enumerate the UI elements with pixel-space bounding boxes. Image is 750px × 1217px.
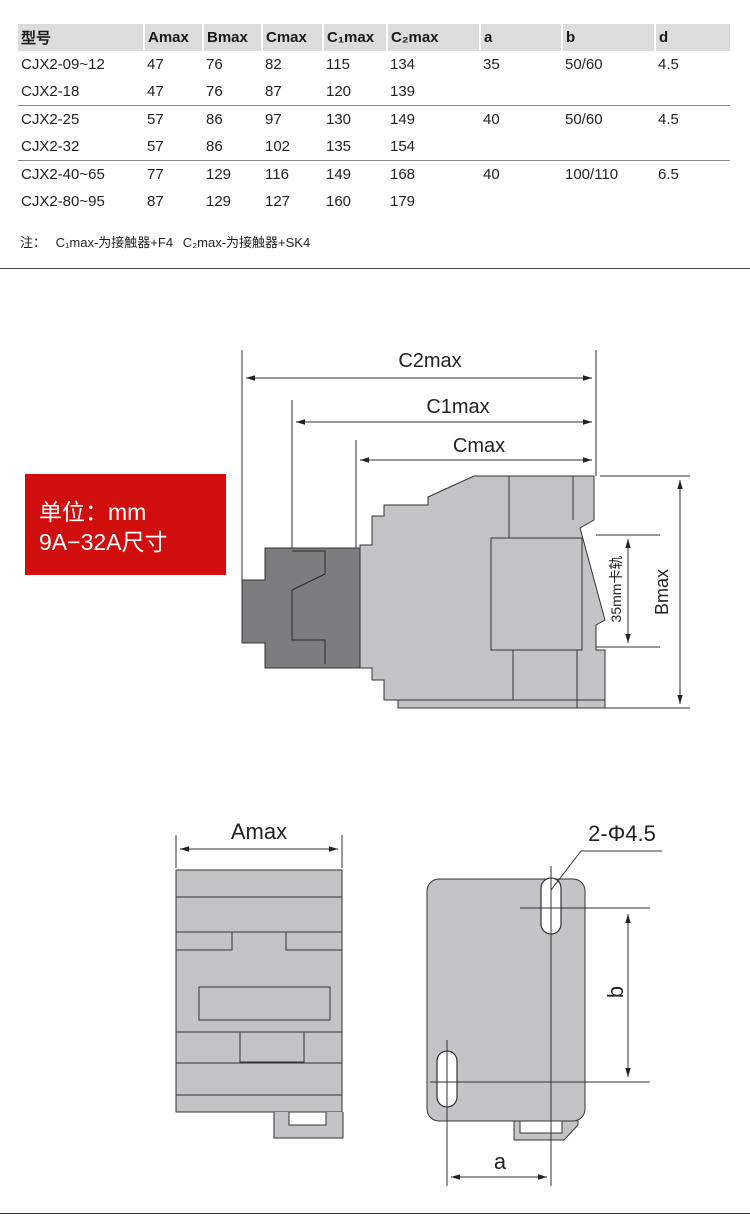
table-cell: 76 bbox=[206, 56, 223, 73]
table-cell: 130 bbox=[323, 105, 387, 133]
table-cell: 160 bbox=[326, 193, 352, 210]
table-cell: 179 bbox=[390, 193, 416, 210]
table-cell: 134 bbox=[390, 56, 416, 73]
table-cell: 139 bbox=[390, 83, 416, 100]
table-cell: 82 bbox=[265, 56, 282, 73]
table-cell: CJX2-09~12 bbox=[21, 56, 105, 73]
table-cell: 76 bbox=[206, 83, 223, 100]
bmax-label: Bmax bbox=[652, 569, 672, 615]
amax-label: Amax bbox=[231, 819, 287, 844]
table-cell: 77 bbox=[144, 160, 203, 188]
table-cell: 40 bbox=[480, 160, 562, 188]
table-cell: 127 bbox=[265, 193, 291, 210]
rail-label: 35mm卡轨 bbox=[608, 556, 624, 623]
side-view-drawing: C2max C1max Cmax Bmax 35mm卡轨 bbox=[241, 350, 690, 709]
table-cell bbox=[655, 133, 730, 161]
contactor-body bbox=[359, 475, 606, 709]
table-cell: CJX2-80~95 bbox=[21, 193, 105, 210]
table-cell bbox=[562, 78, 655, 106]
unit-label: 单位：mm bbox=[39, 499, 147, 525]
header-model: 型号 bbox=[18, 24, 145, 51]
table-cell: 6.5 bbox=[655, 160, 730, 188]
amax-dimension bbox=[175, 835, 343, 868]
table-cell: 57 bbox=[147, 138, 164, 155]
table-cell: CJX2-32 bbox=[21, 138, 80, 155]
table-cell: 4.5 bbox=[655, 105, 730, 133]
table-cell: CJX2-25 bbox=[18, 105, 144, 133]
header-bmax: Bmax bbox=[203, 24, 263, 51]
bottom-divider bbox=[0, 1213, 750, 1214]
table-cell: 120 bbox=[326, 83, 352, 100]
table-cell bbox=[480, 188, 562, 215]
c1max-label: C1max bbox=[426, 396, 489, 418]
header-b: b bbox=[562, 24, 656, 51]
b-label: b bbox=[603, 986, 628, 998]
table-row: CJX2-09~12 47 76 82 115 134 35 50/60 4.5 bbox=[18, 51, 730, 78]
cmax-label: Cmax bbox=[453, 435, 505, 457]
front-views-drawing: Amax 2-Φ4.5 b a bbox=[175, 819, 662, 1186]
dimension-lines bbox=[246, 375, 683, 704]
note-prefix: 注： bbox=[20, 235, 47, 250]
table-cell: 47 bbox=[147, 56, 164, 73]
header-cmax: Cmax bbox=[262, 24, 324, 51]
table-cell: 116 bbox=[262, 160, 323, 188]
table-header-row: 型号 Amax Bmax Cmax C₁max C₂max a b d bbox=[18, 24, 730, 51]
table-cell: 50/60 bbox=[565, 56, 603, 73]
table-cell: 135 bbox=[326, 138, 352, 155]
table-cell: 57 bbox=[144, 105, 203, 133]
table-cell: 86 bbox=[206, 138, 223, 155]
table-cell: 115 bbox=[326, 56, 350, 73]
table-cell: 47 bbox=[147, 83, 164, 100]
table-cell: CJX2-40~65 bbox=[18, 160, 144, 188]
unit-badge: 单位：mm 9A−32A尺寸 bbox=[25, 474, 226, 575]
table-cell: 129 bbox=[206, 193, 232, 210]
table-cell: 87 bbox=[147, 193, 164, 210]
size-range-label: 9A−32A尺寸 bbox=[39, 529, 168, 555]
header-c2max: C₂max bbox=[387, 24, 481, 51]
table-footnote: 注： C₁max-为接触器+F4 C₂max-为接触器+SK4 bbox=[20, 232, 316, 251]
header-c1max: C₁max bbox=[323, 24, 388, 51]
table-row: CJX2-25 57 86 97 130 149 40 50/60 4.5 bbox=[18, 105, 730, 133]
header-a: a bbox=[480, 24, 563, 51]
table-cell: 97 bbox=[262, 105, 323, 133]
table-cell: 35 bbox=[483, 56, 500, 73]
table-cell bbox=[562, 133, 655, 161]
table-cell: 86 bbox=[203, 105, 262, 133]
table-cell: 87 bbox=[265, 83, 282, 100]
table-row: CJX2-18 47 76 87 120 139 bbox=[18, 78, 730, 106]
table-row: CJX2-40~65 77 129 116 149 168 40 100/110… bbox=[18, 160, 730, 188]
a-label: a bbox=[494, 1149, 507, 1174]
note-c2max: C₂max-为接触器+SK4 bbox=[182, 235, 311, 250]
table-cell: 154 bbox=[390, 138, 416, 155]
dimension-table: 型号 Amax Bmax Cmax C₁max C₂max a b d CJX2… bbox=[18, 24, 730, 215]
table-cell: 40 bbox=[480, 105, 562, 133]
table-cell bbox=[480, 78, 562, 106]
table-row: CJX2-80~95 87 129 127 160 179 bbox=[18, 188, 730, 215]
table-cell: CJX2-18 bbox=[21, 83, 80, 100]
table-cell: 149 bbox=[387, 105, 480, 133]
contactor-front-view bbox=[175, 869, 344, 1139]
table-cell: 149 bbox=[323, 160, 387, 188]
table-cell bbox=[562, 188, 655, 215]
c2max-label: C2max bbox=[398, 350, 461, 372]
table-cell bbox=[480, 133, 562, 161]
table-cell: 100/110 bbox=[562, 160, 655, 188]
table-row: CJX2-32 57 86 102 135 154 bbox=[18, 133, 730, 161]
hole-dimensions bbox=[430, 850, 662, 1186]
header-d: d bbox=[655, 24, 730, 51]
table-cell: 50/60 bbox=[562, 105, 655, 133]
table-cell bbox=[655, 78, 730, 106]
hole-diameter-label: 2-Φ4.5 bbox=[588, 821, 656, 846]
extension-lines bbox=[241, 350, 690, 709]
table-cell bbox=[655, 188, 730, 215]
section-divider bbox=[0, 268, 750, 269]
table-cell: 102 bbox=[265, 138, 291, 155]
auxiliary-module bbox=[241, 547, 361, 669]
header-amax: Amax bbox=[144, 24, 204, 51]
table-cell: 129 bbox=[203, 160, 262, 188]
mounting-plate-view bbox=[426, 877, 586, 1141]
note-c1max: C₁max-为接触器+F4 bbox=[55, 235, 174, 250]
table-cell: 168 bbox=[387, 160, 480, 188]
table-cell: 4.5 bbox=[658, 56, 679, 73]
